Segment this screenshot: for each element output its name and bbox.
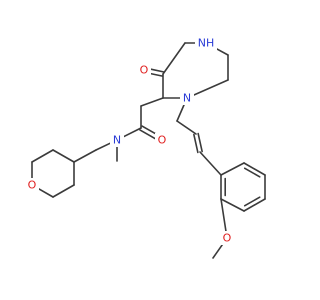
bond-amide-co-a bbox=[139, 129, 157, 140]
bond-allyl-double-b bbox=[197, 132, 203, 153]
bond-pip-2 bbox=[162, 42, 186, 75]
atom-n-ring-label: N bbox=[183, 92, 191, 105]
bond-ring-to-ch2 bbox=[73, 149, 97, 163]
atom-o-ketone: O bbox=[137, 63, 151, 77]
atom-o-methoxy-label: O bbox=[223, 232, 232, 245]
bond-ketone-b bbox=[148, 72, 164, 77]
atom-n-ring: N bbox=[180, 91, 194, 105]
bond-layer bbox=[31, 42, 266, 259]
bond-allyl-double-a bbox=[193, 133, 199, 154]
atom-o-amide-label: O bbox=[158, 134, 167, 147]
bond-pyran-2 bbox=[31, 149, 54, 163]
bond-bz-inner-1 bbox=[243, 167, 261, 178]
bond-bz-inner-2 bbox=[243, 196, 261, 207]
bond-bz-e bbox=[220, 198, 245, 212]
bond-allyl-1 bbox=[176, 120, 197, 135]
atom-o-pyran-label: O bbox=[28, 179, 37, 192]
atom-label-layer: O N O NH O N O bbox=[25, 36, 234, 245]
bond-bz-b bbox=[243, 162, 266, 176]
atom-nh-ring: NH bbox=[195, 36, 217, 50]
atom-o-pyran: O bbox=[25, 178, 39, 192]
bond-ch2-to-ring bbox=[140, 97, 164, 107]
bond-ch2-to-n bbox=[95, 141, 113, 151]
molecule-diagram: O N O NH O N O bbox=[25, 36, 266, 259]
bond-n-to-carbonyl bbox=[121, 127, 142, 139]
atom-n-amide: N bbox=[110, 133, 124, 147]
bond-ring-to-ome bbox=[220, 198, 227, 233]
atom-n-amide-label: N bbox=[113, 134, 121, 147]
bond-ome-methyl bbox=[212, 242, 225, 259]
bond-pyran-5 bbox=[52, 184, 75, 198]
atom-o-amide: O bbox=[155, 133, 169, 147]
bond-pip-6 bbox=[191, 79, 229, 97]
bond-pyran-3 bbox=[52, 149, 75, 163]
atom-nh-ring-label: NH bbox=[198, 37, 215, 50]
bond-pyran-6 bbox=[36, 187, 54, 198]
atom-o-methoxy: O bbox=[220, 231, 234, 245]
bond-allyl-to-benzene bbox=[199, 151, 222, 176]
bond-bz-d bbox=[243, 198, 266, 212]
bond-n-allyl bbox=[176, 102, 186, 122]
bond-bz-a bbox=[220, 162, 245, 176]
bond-ketone-a bbox=[149, 68, 165, 73]
atom-o-ketone-label: O bbox=[140, 64, 149, 77]
